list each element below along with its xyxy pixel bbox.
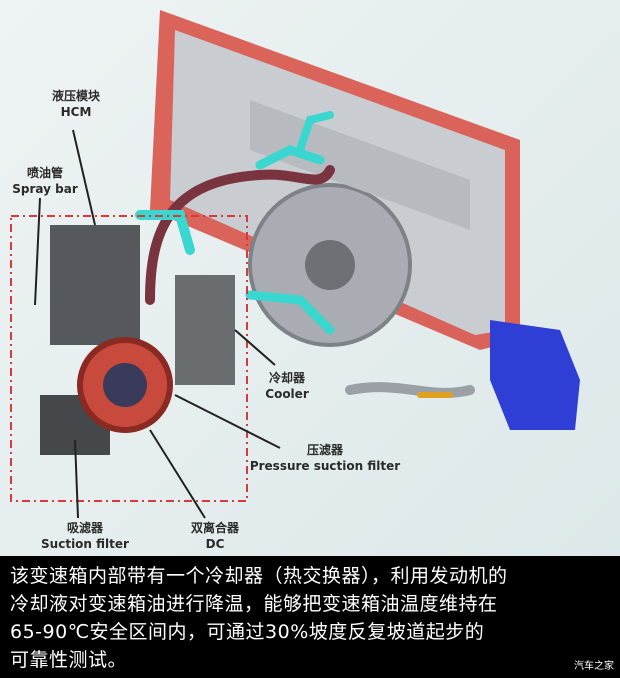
coolant-hoses xyxy=(135,111,475,398)
label-spray-bar-en: Spray bar xyxy=(12,182,78,196)
label-hcm-en: HCM xyxy=(60,105,92,119)
label-dc-zh: 双离合器 xyxy=(190,521,239,535)
caption: 该变速箱内部带有一个冷却器（热交换器），利用发动机的 冷却液对变速箱油进行降温，… xyxy=(0,556,620,678)
caption-line: 可靠性测试。 xyxy=(10,649,128,671)
label-pressure-suction-filter: 压滤器 Pressure suction filter xyxy=(245,442,405,474)
label-hcm-zh: 液压模块 xyxy=(51,89,100,103)
label-hcm: 液压模块 HCM xyxy=(36,88,116,120)
leader-lines xyxy=(34,129,281,519)
label-dc: 双离合器 DC xyxy=(175,520,255,552)
radiator xyxy=(150,10,520,350)
highlight-box xyxy=(10,215,248,502)
label-cooler-en: Cooler xyxy=(265,387,309,401)
coolant-reservoir xyxy=(490,320,580,430)
label-cooler-zh: 冷却器 xyxy=(268,371,305,385)
label-spray-bar: 喷油管 Spray bar xyxy=(5,165,85,197)
label-cooler: 冷却器 Cooler xyxy=(252,370,322,402)
diagram-slide: 液压模块 HCM 喷油管 Spray bar 冷却器 Cooler 压滤器 Pr… xyxy=(0,0,620,556)
label-dc-en: DC xyxy=(205,537,225,551)
label-suction-filter-zh: 吸滤器 xyxy=(66,521,103,535)
label-suction-filter: 吸滤器 Suction filter xyxy=(35,520,135,552)
caption-line: 该变速箱内部带有一个冷却器（热交换器），利用发动机的 xyxy=(10,565,508,587)
label-suction-filter-en: Suction filter xyxy=(41,537,129,551)
caption-line: 冷却液对变速箱油进行降温，能够把变速箱油温度维持在 xyxy=(10,593,498,615)
label-spray-bar-zh: 喷油管 xyxy=(26,166,63,180)
caption-line: 65-90℃安全区间内，可通过30%坡度反复坡道起步的 xyxy=(10,621,485,643)
cooling-system-illustration xyxy=(10,10,580,519)
transmission-assembly xyxy=(40,225,235,455)
label-pressure-suction-filter-zh: 压滤器 xyxy=(306,443,343,457)
label-pressure-suction-filter-en: Pressure suction filter xyxy=(249,459,401,473)
watermark: 汽车之家 xyxy=(574,661,614,672)
